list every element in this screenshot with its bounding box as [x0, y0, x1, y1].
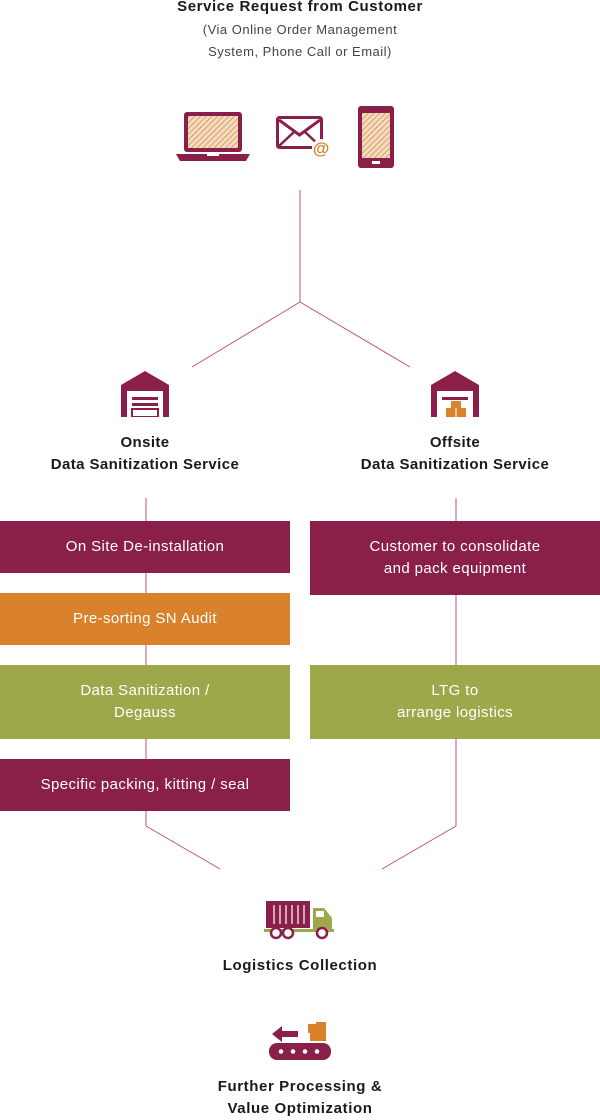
- further-processing-label: Further Processing & Value Optimization: [0, 1076, 600, 1120]
- onsite-title-line1: Onsite: [120, 434, 170, 451]
- svg-text:@: @: [313, 139, 330, 158]
- onsite-step-1-text: On Site De-installation: [65, 538, 225, 555]
- connector-merge-right: [381, 825, 457, 870]
- onsite-step-4-text: Specific packing, kitting / seal: [40, 776, 250, 793]
- email-at-icon: @: [276, 116, 330, 158]
- offsite-title-line2: Data Sanitization Service: [360, 456, 550, 473]
- warehouse-icon: [121, 371, 169, 417]
- onsite-step-presorting: Pre-sorting SN Audit: [0, 593, 290, 645]
- onsite-step-sanitization: Data Sanitization / Degauss: [0, 665, 290, 739]
- onsite-step-3-line2: Degauss: [113, 704, 176, 721]
- service-request-title: Service Request from Customer: [177, 0, 423, 15]
- further-processing-line1: Further Processing &: [217, 1078, 383, 1095]
- service-request-subtitle-line1: (Via Online Order Management: [202, 22, 398, 37]
- connector-split-right: [299, 301, 411, 368]
- connector-merge-left: [145, 825, 221, 870]
- onsite-step-deinstallation: On Site De-installation: [0, 521, 290, 573]
- conveyor-icon: [269, 1022, 331, 1060]
- service-request-subtitle-line2: System, Phone Call or Email): [208, 44, 392, 59]
- warehouse-box-icon: [431, 371, 479, 417]
- further-processing-line2: Value Optimization: [227, 1100, 373, 1117]
- offsite-step-1-line1: Customer to consolidate: [369, 538, 541, 555]
- onsite-step-2-text: Pre-sorting SN Audit: [73, 610, 217, 627]
- offsite-step-consolidate: Customer to consolidate and pack equipme…: [310, 521, 600, 595]
- onsite-service-title: Onsite Data Sanitization Service: [0, 432, 290, 476]
- onsite-step-packing: Specific packing, kitting / seal: [0, 759, 290, 811]
- offsite-step-1-line2: and pack equipment: [383, 560, 527, 577]
- offsite-title-line1: Offsite: [429, 434, 481, 451]
- connector-split-left: [191, 301, 301, 368]
- offsite-step-2-line2: arrange logistics: [396, 704, 514, 721]
- mobile-phone-icon: [358, 106, 394, 168]
- laptop-icon: [176, 112, 250, 161]
- offsite-service-title: Offsite Data Sanitization Service: [310, 432, 600, 476]
- onsite-title-line2: Data Sanitization Service: [50, 456, 240, 473]
- logistics-collection-label: Logistics Collection: [222, 957, 378, 974]
- truck-icon: [264, 901, 334, 940]
- onsite-step-3-line1: Data Sanitization /: [80, 682, 210, 699]
- offsite-step-logistics: LTG to arrange logistics: [310, 665, 600, 739]
- offsite-step-2-line1: LTG to: [431, 682, 479, 699]
